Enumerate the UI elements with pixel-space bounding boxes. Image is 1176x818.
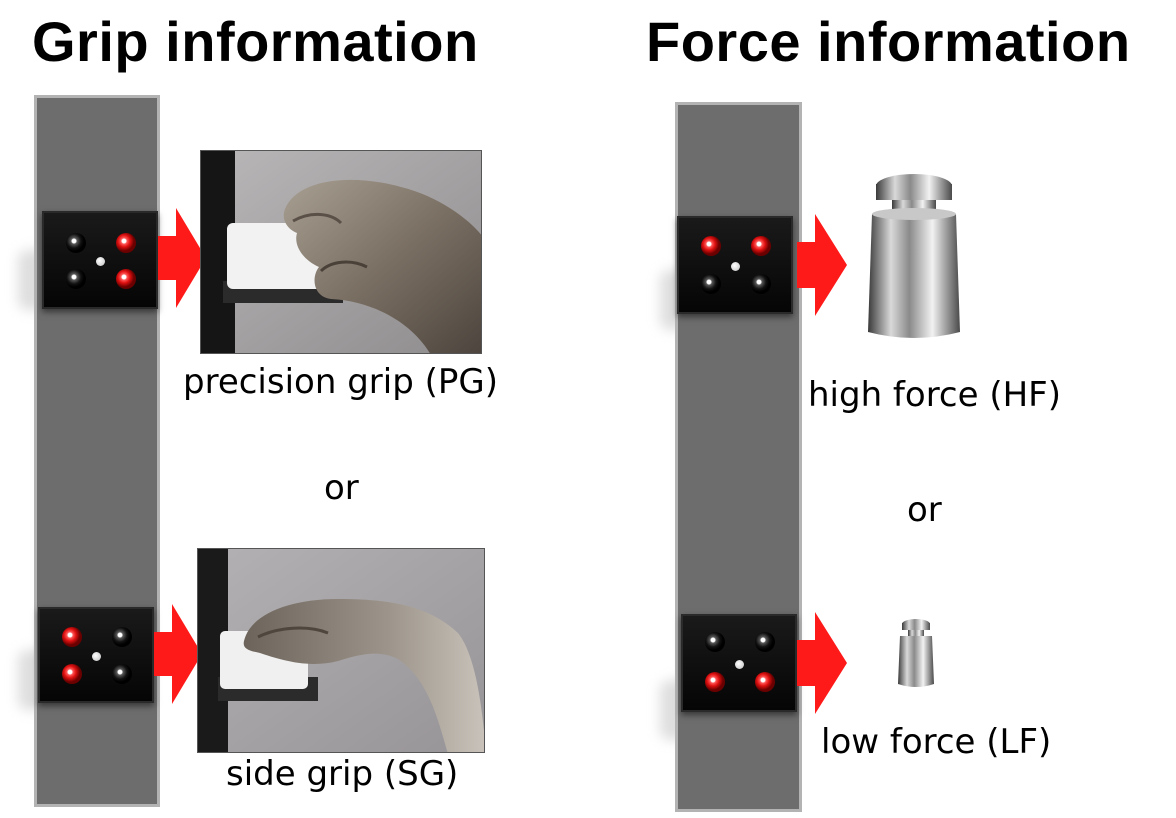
force-or-label: or [907,490,942,530]
led-top-right [751,236,771,256]
grip-information-title: Grip information [32,10,479,73]
led-center [735,660,744,669]
led-top-left [62,627,82,647]
led-center [96,257,105,266]
led-bottom-left [66,269,86,289]
side-grip-photo [197,548,485,753]
led-panel-side-grip [38,607,154,703]
led-bottom-right [112,664,132,684]
led-bottom-left [701,274,721,294]
led-panel-high-force [677,216,793,314]
arrow-right-icon [154,604,202,704]
led-top-left [66,233,86,253]
large-weight-icon [868,174,960,338]
led-bottom-left [705,672,725,692]
low-force-label: low force (LF) [821,722,1052,762]
led-bottom-right [116,269,136,289]
led-bottom-left [62,664,82,684]
led-top-right [116,233,136,253]
led-center [731,262,740,271]
arrow-right-icon [158,208,206,308]
led-panel-low-force [681,614,797,712]
led-panel-precision-grip [42,211,158,309]
led-bottom-right [751,274,771,294]
led-top-right [755,632,775,652]
arrow-right-icon [797,214,847,316]
grip-or-label: or [324,468,359,508]
side-grip-label: side grip (SG) [226,754,459,794]
arrow-right-icon [797,612,847,714]
led-top-right [112,627,132,647]
high-force-label: high force (HF) [808,375,1062,415]
led-center [92,652,101,661]
led-top-left [701,236,721,256]
led-top-left [705,632,725,652]
precision-grip-photo [200,150,482,354]
led-bottom-right [755,672,775,692]
force-information-title: Force information [646,10,1131,73]
small-weight-icon [898,619,934,687]
precision-grip-label: precision grip (PG) [183,362,498,402]
